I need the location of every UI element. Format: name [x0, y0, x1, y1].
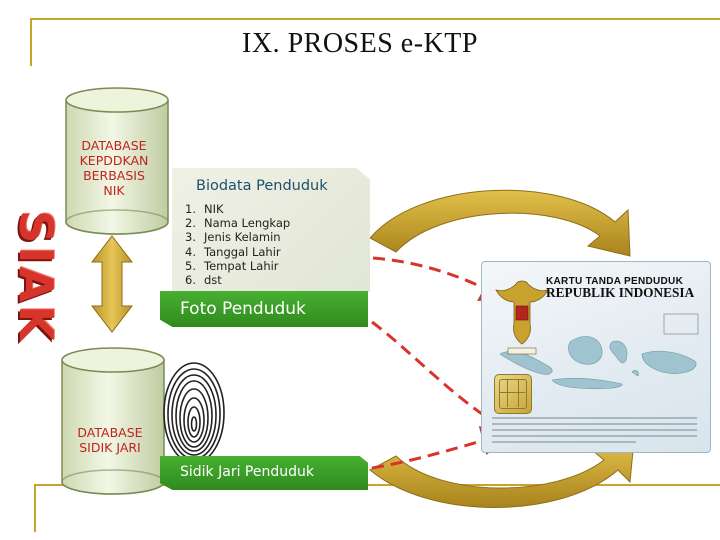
database-label-line: SIDIK JARI	[79, 440, 141, 455]
frame-line-bottom-left	[34, 484, 36, 532]
siak-label-text: SIAK	[9, 210, 63, 344]
list-item-label: Tanggal Lahir	[204, 244, 281, 259]
frame-line-left	[30, 18, 32, 66]
list-item-label: dst	[204, 273, 222, 288]
list-item-label: NIK	[204, 202, 224, 216]
list-item: 6. dst	[172, 273, 290, 287]
list-item-number: 2.	[185, 216, 196, 231]
list-item: 3. Jenis Kelamin	[172, 230, 290, 244]
list-item-label: Jenis Kelamin	[204, 230, 281, 245]
curved-arrow-top	[369, 189, 631, 257]
list-item-number: 3.	[185, 230, 196, 245]
database-label-bottom: DATABASE SIDIK JARI	[60, 425, 160, 455]
fingerprint-icon	[163, 362, 225, 464]
database-label-line: DATABASE	[81, 138, 147, 153]
frame-line-bottom	[34, 484, 720, 486]
biodata-list: 1. NIK 2. Nama Lengkap 3. Jenis Kelamin 4. T…	[172, 202, 290, 287]
foto-penduduk-box: Foto Penduduk	[160, 291, 368, 327]
database-cylinder-bottom	[61, 347, 165, 495]
list-item-number: 5.	[185, 258, 196, 273]
list-item: 1. NIK	[172, 202, 290, 216]
siak-vertical-label: SIAK	[8, 192, 64, 362]
foto-penduduk-label: Foto Penduduk	[180, 299, 306, 319]
list-item: 4. Tanggal Lahir	[172, 245, 290, 259]
list-item-number: 1.	[185, 202, 196, 216]
biodata-box: Biodata Penduduk 1. NIK 2. Nama Lengkap 3.…	[172, 168, 370, 292]
database-label-line: NIK	[103, 183, 125, 198]
list-item: 2. Nama Lengkap	[172, 216, 290, 230]
ktp-id-box	[663, 313, 699, 335]
double-arrow-vertical	[90, 235, 134, 333]
page-title: IX. PROSES e-KTP	[242, 28, 478, 59]
database-label-line: KEPDDKAN	[79, 153, 149, 168]
list-item-label: Nama Lengkap	[204, 216, 291, 231]
database-label-line: DATABASE	[77, 425, 143, 440]
database-label-top: DATABASE KEPDDKAN BERBASIS NIK	[70, 138, 158, 198]
frame-line-top	[30, 18, 720, 20]
ktp-card-artwork	[495, 280, 699, 390]
list-item-number: 4.	[185, 244, 196, 259]
list-item-label: Tempat Lahir	[204, 258, 279, 273]
biodata-title: Biodata Penduduk	[196, 178, 328, 194]
database-label-line: BERBASIS	[83, 168, 145, 183]
database-cylinder-top	[65, 87, 169, 235]
sidik-jari-box: Sidik Jari Penduduk	[160, 456, 368, 490]
smart-chip-icon	[494, 374, 532, 414]
list-item-number: 6.	[185, 273, 196, 288]
ktp-fine-print	[492, 417, 697, 447]
ktp-card: KARTU TANDA PENDUDUK REPUBLIK INDONESIA	[481, 261, 711, 453]
ktp-subtitle: REPUBLIK INDONESIA	[546, 286, 695, 301]
list-item: 5. Tempat Lahir	[172, 259, 290, 273]
sidik-jari-label: Sidik Jari Penduduk	[180, 464, 314, 480]
ktp-title: KARTU TANDA PENDUDUK	[546, 276, 684, 287]
garuda-emblem-icon	[495, 280, 549, 355]
